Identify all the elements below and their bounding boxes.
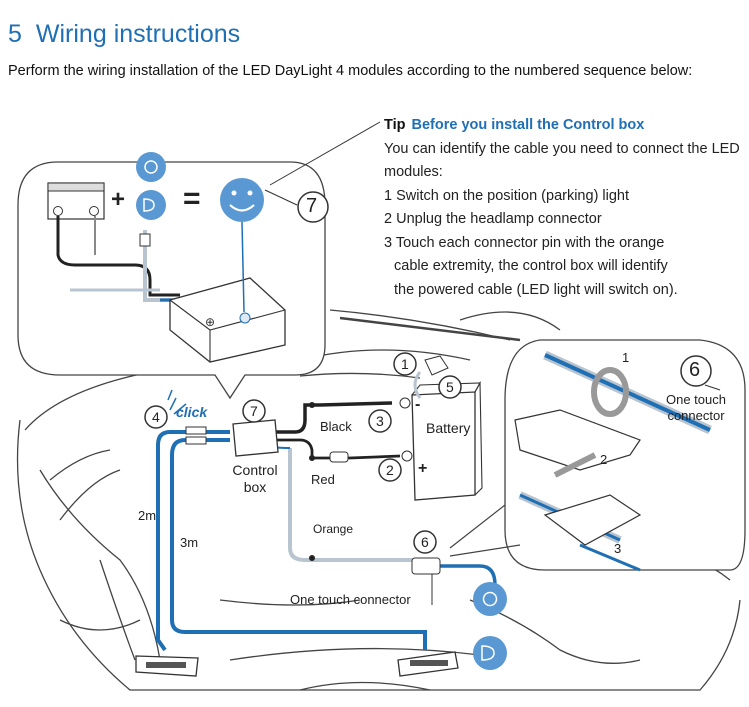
section-title: Wiring instructions [35,20,241,48]
blue-cable-2m [156,430,230,652]
click-label: click [176,404,208,420]
orange-label: Orange [313,522,354,536]
inset-black-wire [56,216,180,297]
step-circles [144,191,712,554]
inset-equals: = [183,182,201,215]
svg-text:⊕: ⊕ [205,315,215,329]
detail-one-touch-label: One touch connector [666,392,726,423]
one-touch-connector-label: One touch connector [290,592,411,607]
step-1: 1 [401,356,409,372]
battery-minus: - [415,396,421,413]
tip-box: Tip Before you install the Control box Yo… [384,114,744,302]
step-2: 2 [386,462,394,478]
battery [399,380,483,501]
led-module-left [135,655,199,677]
tip-step: 1 Switch on the position (parking) light [384,187,630,204]
bottom-position-light-icon [473,582,507,616]
blue-cable-3m [170,438,427,650]
smiley-icon [220,178,264,222]
battery-plus: + [418,460,428,477]
detail-step-2: 2 [600,452,608,467]
led-module-right [397,651,459,677]
step-5: 5 [446,379,454,395]
section-number: 5 [8,20,22,48]
step-3: 3 [376,413,384,429]
orange-cable [288,448,415,562]
tip-heading: Tip Before you install the Control box [384,114,744,138]
tip-intro: You can identify the cable you need to c… [384,140,740,181]
length-3m-label: 3m [180,535,199,550]
tip-step: 3 Touch each connector pin with the oran… [384,234,665,251]
step-6-detail: 6 [689,359,701,381]
length-2m-label: 2m [138,508,157,523]
step-4: 4 [152,409,160,425]
page-subtitle: Perform the wiring installation of the L… [8,63,693,79]
detail-step-3: 3 [614,541,622,556]
tip-step: 2 Unplug the headlamp connector [384,211,602,227]
black-label: Black [320,419,352,434]
red-label: Red [311,472,335,487]
tip-label: Tip [384,117,406,133]
step-7: 7 [250,403,258,419]
control-box [232,419,279,457]
battery-label: Battery [426,420,471,436]
detail-step-1: 1 [622,350,630,365]
inset-plus: + [111,186,126,213]
inset-battery [47,182,105,220]
low-beam-icon [136,190,166,220]
tip-title: Before you install the Control box [411,117,645,133]
step-6: 6 [421,534,429,550]
black-cable [275,401,393,434]
tip-step-continued: cable extremity, the control box will id… [394,258,668,274]
position-light-icon [136,152,166,182]
tip-step-continued: the powered cable (LED light will switch… [394,281,678,298]
step-7-inset: 7 [306,195,318,217]
detail-connector-illustration [514,350,712,572]
page-title: 5 Wiring instructions [8,20,240,49]
bottom-low-beam-icon [473,636,507,670]
tip-pointer-line [269,121,381,186]
control-box-label: Control box [232,462,278,495]
inset-control-box: ⊕ [169,277,286,363]
